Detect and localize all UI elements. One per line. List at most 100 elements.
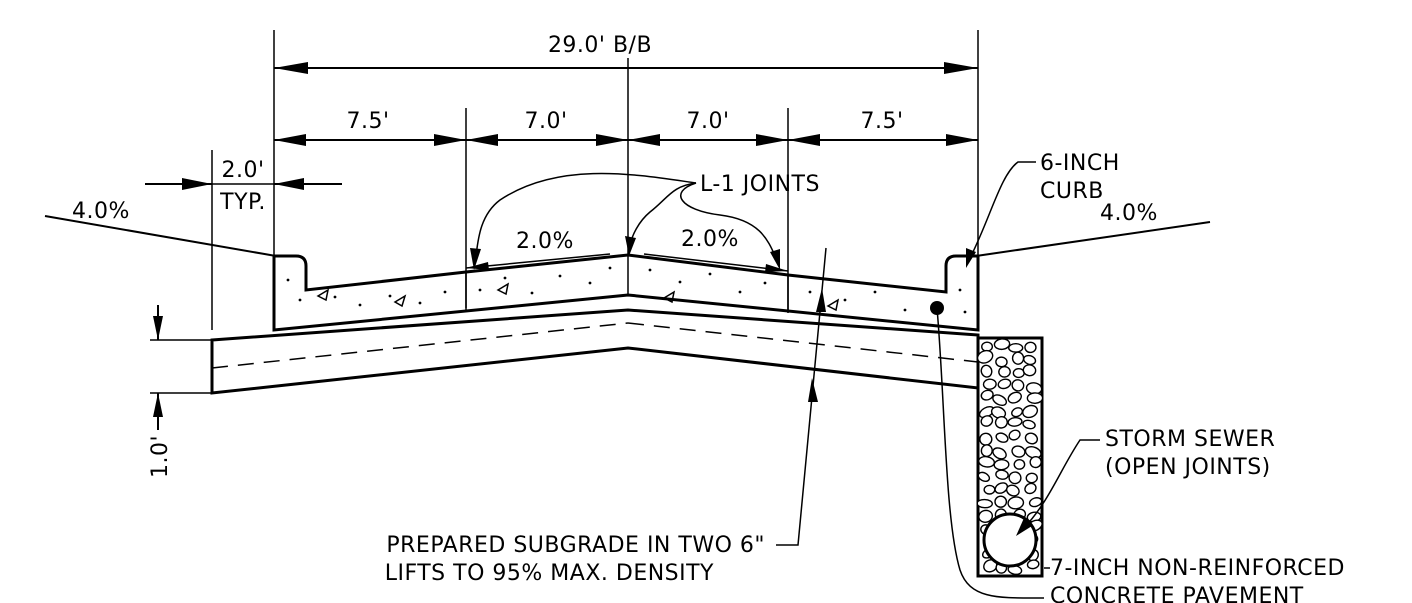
trench-stone-fill [978, 338, 1042, 576]
curb-leader [967, 161, 1036, 263]
trench-stone [998, 365, 1011, 378]
trench-stone [1026, 392, 1042, 404]
curb-callout-line2: CURB [1040, 179, 1104, 204]
arrowhead [434, 134, 466, 146]
subgrade-lift-line-right [627, 322, 979, 363]
arrowhead [625, 236, 636, 256]
trench-stone [1028, 497, 1042, 508]
prepared-subgrade-layer [210, 308, 980, 395]
trench-stone [1011, 445, 1026, 458]
arrowhead [966, 248, 976, 268]
arrowhead [628, 134, 660, 146]
trench-stone [1023, 354, 1037, 366]
trench-stone [1026, 559, 1040, 570]
trench-stone [1013, 459, 1026, 470]
arrowhead [153, 316, 163, 340]
arrowhead [808, 378, 818, 402]
right-ground-slope-label: 4.0% [1100, 201, 1158, 226]
left-pavement-slope-label: 2.0% [516, 229, 574, 254]
arrowhead [466, 134, 498, 146]
trench-stone [1024, 432, 1039, 445]
lane-left-outer-label: 7.5' [346, 109, 389, 134]
pavement-leader [936, 307, 1045, 599]
subgrade-callout-line2: LIFTS TO 95% MAX. DENSITY [385, 561, 714, 586]
trench-stone [1011, 379, 1025, 392]
trench-stone [1022, 404, 1039, 419]
curb-offset-label: 2.0' [221, 158, 264, 183]
arrowhead [596, 134, 628, 146]
arrowhead [788, 134, 820, 146]
trench-stone [1025, 472, 1038, 484]
trench-stone [980, 444, 993, 458]
arrowhead [944, 62, 978, 74]
sewer-leader [1023, 439, 1100, 529]
trench-stone [1007, 391, 1022, 404]
right-ground-line [975, 221, 1211, 257]
trench-stone [980, 364, 993, 378]
trench-stone [978, 349, 994, 364]
arrowhead [1016, 518, 1032, 536]
trench-stone [1007, 416, 1023, 427]
subgrade-lift-line-left [211, 322, 629, 369]
trench-stone [1022, 364, 1037, 377]
trench-stone [979, 432, 993, 446]
arrowhead [756, 134, 788, 146]
trench-stone [1011, 407, 1024, 418]
sewer-callout-line1: STORM SEWER [1105, 427, 1275, 452]
arrowhead [274, 134, 306, 146]
trench-stone [980, 389, 994, 401]
trench-stone [978, 471, 991, 483]
trench-stone [978, 498, 993, 509]
curb-offset-note: TYP. [219, 190, 266, 215]
arrowhead [182, 178, 212, 190]
curb-callout-line1: 6-INCH [1040, 151, 1120, 176]
lane-left-inner-label: 7.0' [524, 109, 567, 134]
trench-stone [1005, 484, 1020, 497]
concrete-stipple [286, 266, 967, 314]
trench-stone [1008, 429, 1021, 441]
trench-stone [980, 415, 994, 427]
arrowhead [470, 248, 481, 270]
left-ground-line [44, 215, 277, 257]
trench-stone [992, 394, 1008, 406]
joints-leader-right [680, 182, 777, 259]
trench-stone [990, 406, 1007, 419]
arrowhead [765, 264, 788, 272]
trench-stone [997, 378, 1012, 390]
left-slope-arrow-line [465, 253, 611, 269]
trench-stone [993, 458, 1010, 471]
arrowhead [153, 393, 163, 417]
trench-stone [1022, 419, 1036, 430]
subgrade-leader [776, 247, 827, 546]
joints-callout-label: L-1 JOINTS [700, 172, 820, 197]
trench-stone [993, 338, 1011, 351]
trench-stone [1024, 341, 1037, 354]
joints-leader-center [629, 182, 697, 246]
trench-stone [1008, 342, 1024, 353]
trench-stone [978, 455, 996, 468]
trench-stone [978, 509, 994, 523]
trench-stone [995, 356, 1008, 368]
overall-width-label: 29.0' B/B [548, 33, 652, 58]
arrowhead [274, 178, 304, 190]
arrowhead [770, 249, 780, 270]
arrowhead [816, 288, 826, 312]
trench-stone [1029, 455, 1042, 469]
trench-stone [994, 495, 1008, 508]
trench-stone [994, 415, 1008, 429]
trench-stone [983, 484, 996, 495]
trench-stone [995, 469, 1009, 480]
arrowhead [466, 262, 489, 270]
storm-sewer-pipe [982, 512, 1038, 568]
trench-stone [982, 378, 997, 390]
concrete-pavement-slab [272, 253, 980, 332]
stone-trench [976, 336, 1044, 578]
trench-stone [1008, 471, 1022, 485]
subgrade-callout-line1: PREPARED SUBGRADE IN TWO 6" [386, 533, 765, 558]
trench-stone [1024, 446, 1042, 459]
trench-stone [1024, 482, 1037, 495]
trench-stone [995, 432, 1009, 443]
sewer-callout-line2: (OPEN JOINTS) [1105, 455, 1271, 480]
